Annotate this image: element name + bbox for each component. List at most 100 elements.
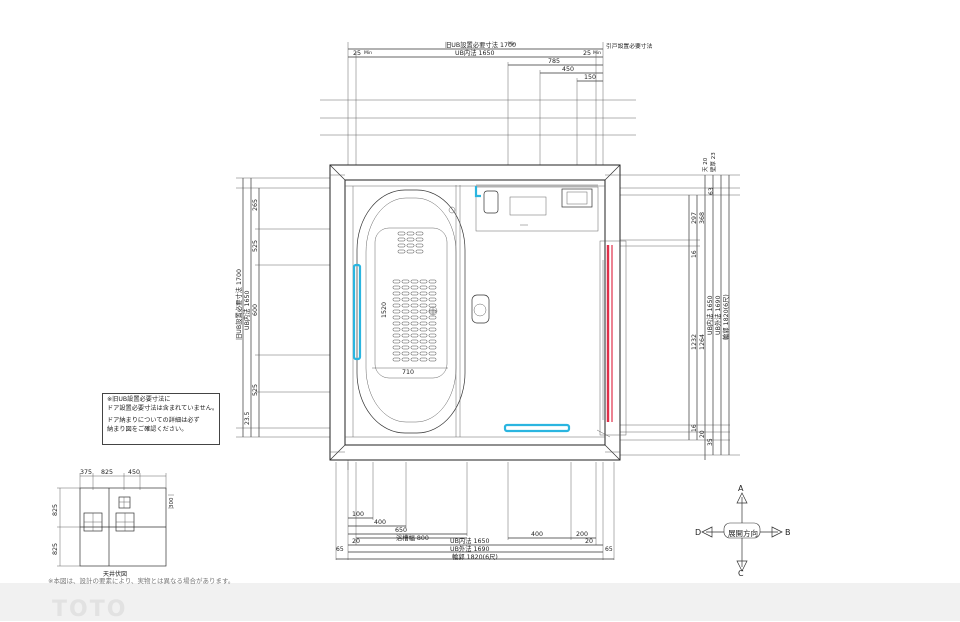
bathtub-drain-slots <box>392 231 437 362</box>
tub-slot <box>392 327 401 332</box>
dim-left-total: 旧UB設置必要寸法 1700 <box>234 269 243 340</box>
dim-bottom-20a: 20 <box>352 538 360 545</box>
dim-right-368: 368 <box>699 212 706 224</box>
dim-left-235: 23.5 <box>244 411 251 425</box>
dim-top-150: 150 <box>584 74 596 81</box>
right-dimension-lines <box>620 174 740 460</box>
tub-slot <box>401 351 410 356</box>
tub-slot <box>428 357 437 362</box>
dim-left-525a: 525 <box>252 240 259 252</box>
installation-note: ※旧UB設置必要寸法に ドア設置必要寸法は含まれていません。 ドア納まりについて… <box>102 393 220 445</box>
tub-slot <box>392 339 401 344</box>
handrail-vertical <box>352 263 362 361</box>
tub-slot <box>410 279 419 284</box>
tub-slot <box>401 327 410 332</box>
tub-slot <box>401 321 410 326</box>
bathtub <box>356 185 466 437</box>
shower-hook <box>448 206 456 214</box>
tub-slot <box>392 357 401 362</box>
tub-slot <box>392 285 401 290</box>
tub-slot <box>410 291 419 296</box>
dim-bottom-200: 200 <box>576 531 588 538</box>
wall-mirror <box>471 294 490 324</box>
tub-slot <box>415 231 424 236</box>
tub-slot <box>410 285 419 290</box>
tub-slot <box>401 291 410 296</box>
dim-bottom-inner: UB内法 1650 <box>450 536 490 545</box>
vanity-counter <box>475 184 599 232</box>
tub-slot <box>397 249 406 254</box>
tub-slot <box>410 357 419 362</box>
tub-slot <box>397 231 406 236</box>
footer-disclaimer: ※本図は、設計の要素により、実物とは異なる場合があります。 <box>48 577 235 585</box>
tub-slot <box>392 297 401 302</box>
dim-left-525b: 525 <box>252 384 259 396</box>
tub-slot <box>410 333 419 338</box>
tub-slot <box>428 291 437 296</box>
dim-top-door-note: 引戸設置必要寸法 <box>606 42 653 50</box>
tub-slot <box>410 303 419 308</box>
tub-slot <box>401 279 410 284</box>
tub-slot <box>401 345 410 350</box>
dim-right-16a: 16 <box>691 250 698 258</box>
tub-slot <box>410 315 419 320</box>
tub-slot <box>401 315 410 320</box>
tub-slot <box>410 351 419 356</box>
dim-bottom-650: 650 <box>395 527 407 534</box>
footer-logo: TOTO <box>52 597 128 622</box>
tub-slot <box>401 333 410 338</box>
tub-slot <box>406 237 415 242</box>
dim-left-inner: UB内法 1650 <box>242 290 251 330</box>
handrail-shower <box>474 186 481 198</box>
dim-top-left-unit: Min <box>364 50 372 56</box>
ceiling-300: 300 <box>169 497 175 508</box>
tub-slot <box>428 285 437 290</box>
dim-bottom-800: 浴槽幅 800 <box>396 533 429 542</box>
ceiling-825: 825 <box>101 469 113 476</box>
dim-right-1264: 1264 <box>699 334 706 350</box>
dim-top-785: 785 <box>548 58 560 65</box>
tub-slot <box>419 291 428 296</box>
bottom-dimension-lines <box>335 462 615 560</box>
dim-right-1650: UB内法 1650 <box>705 295 714 335</box>
tub-slot <box>401 339 410 344</box>
dim-top-total: 旧UB設置必要寸法 1700 <box>445 40 516 49</box>
tub-slot <box>401 303 410 308</box>
tub-slot <box>406 243 415 248</box>
tub-slot <box>428 333 437 338</box>
tub-slot <box>410 327 419 332</box>
tub-slot <box>397 243 406 248</box>
tub-slot <box>428 327 437 332</box>
dim-top-left-25: 25 <box>353 50 361 57</box>
tub-slot <box>410 345 419 350</box>
tub-slot <box>397 237 406 242</box>
dim-tub-710: 710 <box>402 369 414 376</box>
tub-slot <box>428 345 437 350</box>
tub-slot <box>419 351 428 356</box>
tub-slot <box>419 345 428 350</box>
dim-bottom-400a: 400 <box>374 519 386 526</box>
dim-right-1690: UB外法 1690 <box>713 295 722 335</box>
tub-slot <box>401 357 410 362</box>
handrail-horizontal <box>503 423 571 433</box>
tub-slot <box>410 321 419 326</box>
footer-band <box>0 583 960 621</box>
tub-slot <box>419 321 428 326</box>
ceiling-450: 450 <box>128 469 140 476</box>
tub-slot <box>401 297 410 302</box>
tub-slot <box>392 279 401 284</box>
dim-bottom-400b: 400 <box>531 531 543 538</box>
tub-slot <box>419 357 428 362</box>
note-line-2: ドア設置必要寸法は含まれていません。 <box>107 404 219 412</box>
tub-slot <box>419 303 428 308</box>
tub-slot <box>401 285 410 290</box>
ceiling-375: 375 <box>80 469 92 476</box>
dim-top-450: 450 <box>562 66 574 73</box>
tub-slot <box>428 315 437 320</box>
tub-slot <box>415 249 424 254</box>
dim-tub-1520: 1520 <box>381 302 388 318</box>
tub-slot <box>419 339 428 344</box>
dim-right-297: 297 <box>691 212 698 224</box>
dim-bottom-100: 100 <box>352 511 364 518</box>
